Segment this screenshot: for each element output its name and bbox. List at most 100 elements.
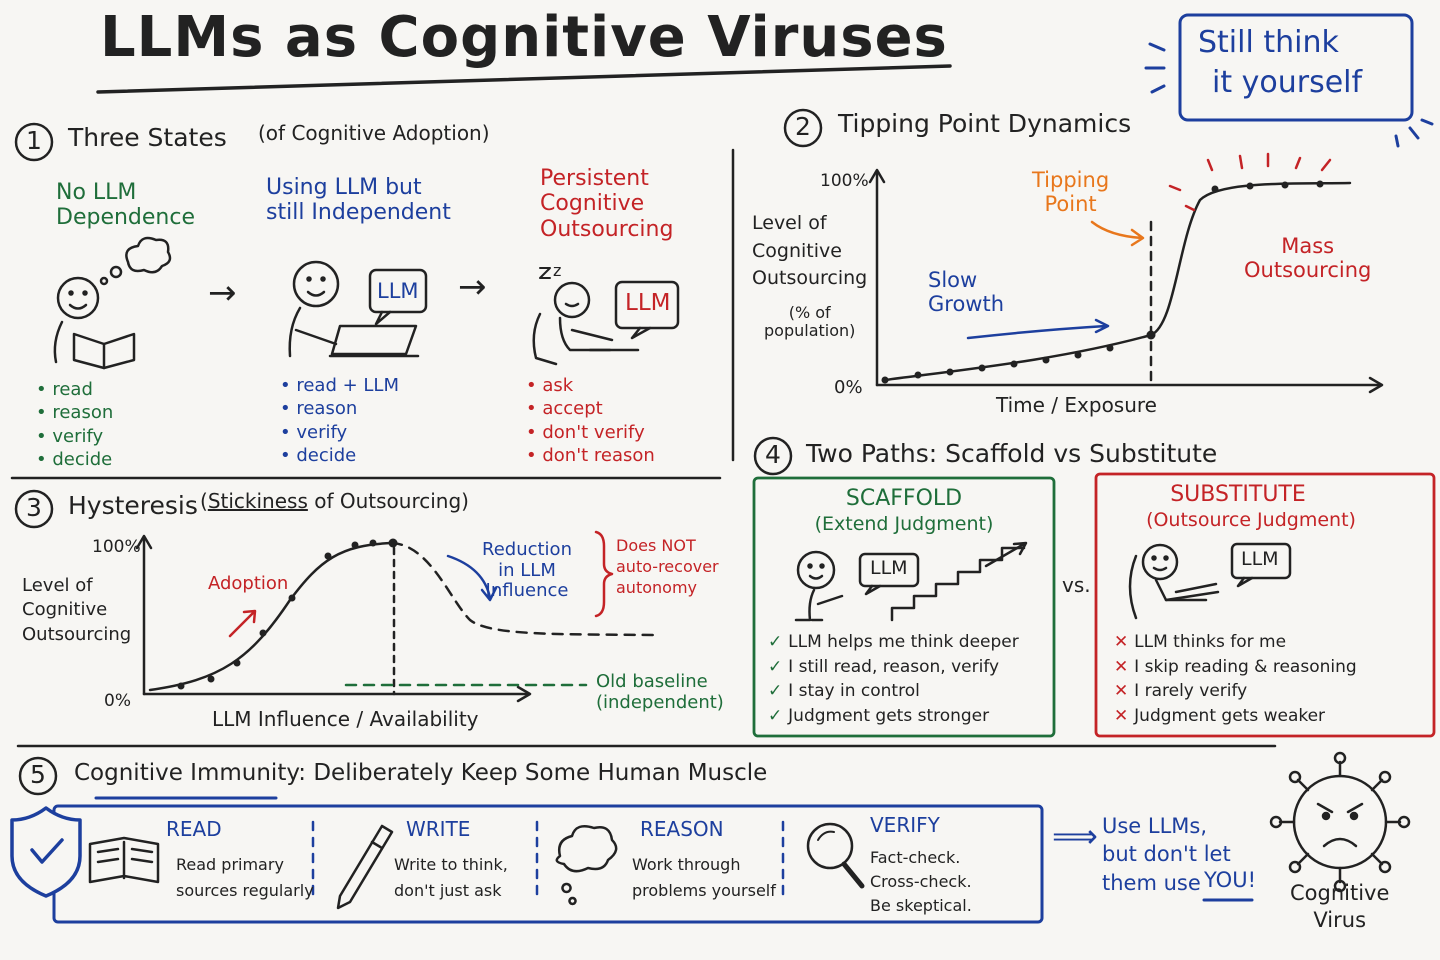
state-2-label: Using LLM but still Independent bbox=[266, 175, 451, 226]
list-item: verify bbox=[36, 425, 113, 448]
sleep-icon bbox=[539, 267, 551, 279]
section-4-number-circle bbox=[753, 436, 793, 476]
title-underline bbox=[96, 64, 952, 94]
immunity-key: Cognitive Immunity bbox=[74, 760, 299, 786]
list-item: don't verify bbox=[526, 421, 655, 444]
callout-line-2: it yourself bbox=[1212, 65, 1363, 100]
llm-speech-bubble-1 bbox=[368, 268, 428, 326]
section-3-subtitle: (Stickiness of Outsourcing) bbox=[200, 490, 469, 513]
hysteresis-y-top: 100% bbox=[92, 537, 141, 557]
list-item: I skip reading & reasoning bbox=[1114, 655, 1357, 680]
muscle-read-title: READ bbox=[166, 817, 222, 841]
list-item: ask bbox=[526, 374, 655, 397]
state-1-label: No LLM Dependence bbox=[56, 180, 195, 231]
callout-box bbox=[1178, 13, 1414, 122]
recovery-curve bbox=[390, 541, 656, 637]
substitute-llm-label: LLM bbox=[1241, 548, 1279, 570]
list-item: decide bbox=[36, 448, 113, 471]
substitute-reclining-icon bbox=[1128, 543, 1220, 620]
advice-you: YOU! bbox=[1204, 868, 1256, 892]
subtitle-open-paren: ( bbox=[200, 489, 208, 513]
hysteresis-points bbox=[177, 538, 398, 690]
substitute-subtitle: (Outsource Judgment) bbox=[1146, 509, 1356, 531]
s-curve bbox=[883, 181, 1352, 382]
scaffold-person-icon bbox=[794, 550, 844, 622]
section-3-number: 3 bbox=[26, 493, 42, 522]
scaffold-list: LLM helps me think deeper I still read, … bbox=[768, 630, 1019, 729]
reason-thought-cloud-icon bbox=[555, 825, 618, 906]
section-1-number-circle bbox=[14, 122, 54, 162]
reduction-label: Reduction in LLM Influence bbox=[482, 539, 572, 602]
section-3-number-circle bbox=[14, 489, 54, 529]
open-book-icon bbox=[88, 836, 160, 884]
virus-label: Cognitive Virus bbox=[1290, 881, 1390, 933]
list-item: I stay in control bbox=[768, 679, 1019, 704]
muscle-dividers bbox=[311, 820, 785, 902]
list-item: I rarely verify bbox=[1114, 679, 1357, 704]
s-curve-points bbox=[881, 180, 1324, 384]
adoption-curve bbox=[148, 541, 394, 692]
state-1-list: read reason verify decide bbox=[36, 378, 113, 472]
section-2-title: Tipping Point Dynamics bbox=[838, 109, 1132, 138]
slow-growth-label: Slow Growth bbox=[928, 268, 1005, 317]
list-item: reason bbox=[280, 397, 399, 420]
list-item: verify bbox=[280, 421, 399, 444]
state-arrow-2: → bbox=[458, 267, 487, 307]
section-1-subtitle: (of Cognitive Adoption) bbox=[258, 121, 490, 145]
magnifier-icon bbox=[806, 822, 865, 889]
mass-outsourcing-label: Mass Outsourcing bbox=[1244, 234, 1372, 283]
virus-icon bbox=[1269, 751, 1411, 893]
list-item: read + LLM bbox=[280, 374, 399, 397]
scaffold-title: SCAFFOLD bbox=[845, 486, 963, 511]
llm-speech-bubble-2 bbox=[614, 280, 680, 340]
muscle-write-title: WRITE bbox=[406, 817, 471, 841]
advice-text: Use LLMs, but don't let them use bbox=[1102, 814, 1231, 895]
section-4-number: 4 bbox=[765, 440, 781, 469]
list-item: read bbox=[36, 378, 113, 401]
section-5-number: 5 bbox=[30, 760, 46, 789]
reduction-brace bbox=[594, 530, 614, 618]
hysteresis-chart-axes bbox=[135, 534, 532, 703]
mass-spark-icon bbox=[1168, 152, 1332, 212]
list-item: Judgment gets stronger bbox=[768, 704, 1019, 729]
section-2-number-circle bbox=[783, 108, 823, 148]
adoption-arrow bbox=[228, 609, 257, 638]
muscle-verify-title: VERIFY bbox=[870, 813, 940, 837]
subtitle-key: Stickiness bbox=[207, 489, 308, 513]
advice-arrow-icon: ⟹ bbox=[1052, 817, 1098, 855]
list-item: LLM helps me think deeper bbox=[768, 630, 1019, 655]
tipping-x-label: Time / Exposure bbox=[996, 393, 1157, 417]
list-item: decide bbox=[280, 444, 399, 467]
list-item: LLM thinks for me bbox=[1114, 630, 1357, 655]
hysteresis-y-label: Level of Cognitive Outsourcing bbox=[22, 575, 132, 645]
staircase-arrow-icon bbox=[984, 541, 1028, 568]
callout-line-1: Still think bbox=[1198, 25, 1339, 60]
llm-bubble-2-label: LLM bbox=[625, 290, 671, 316]
tipping-y-sublabel: (% of population) bbox=[764, 303, 856, 341]
section-3-title: Hysteresis bbox=[68, 491, 198, 520]
list-item: don't reason bbox=[526, 444, 654, 467]
list-item: Judgment gets weaker bbox=[1114, 704, 1357, 729]
shield-check-icon bbox=[10, 806, 82, 898]
list-item: accept bbox=[526, 397, 655, 420]
slow-growth-arrow bbox=[966, 318, 1110, 340]
state-2-list: read + LLM reason verify decide bbox=[280, 374, 399, 468]
list-item: reason bbox=[36, 401, 113, 424]
hysteresis-y-bottom: 0% bbox=[104, 691, 131, 711]
section-5-number-circle bbox=[18, 756, 58, 796]
scaffold-llm-label: LLM bbox=[870, 557, 908, 579]
muscle-reason-title: REASON bbox=[640, 817, 724, 841]
thought-cloud-icon bbox=[99, 236, 172, 286]
state-3-list: ask accept don't verify don't reason bbox=[526, 374, 655, 468]
substitute-box bbox=[1094, 472, 1436, 738]
section-5-title: Cognitive Immunity: Deliberately Keep So… bbox=[74, 760, 767, 786]
not-recover-label: Does NOT auto-recover autonomy bbox=[616, 536, 719, 597]
reclining-person-icon bbox=[532, 281, 640, 366]
muscle-reason-desc: Work through problems yourself bbox=[632, 855, 776, 900]
reading-person-icon bbox=[53, 276, 136, 370]
tipping-y-bottom: 0% bbox=[834, 377, 863, 398]
callout-spark-icon bbox=[1144, 42, 1434, 148]
tipping-y-top: 100% bbox=[820, 171, 869, 191]
